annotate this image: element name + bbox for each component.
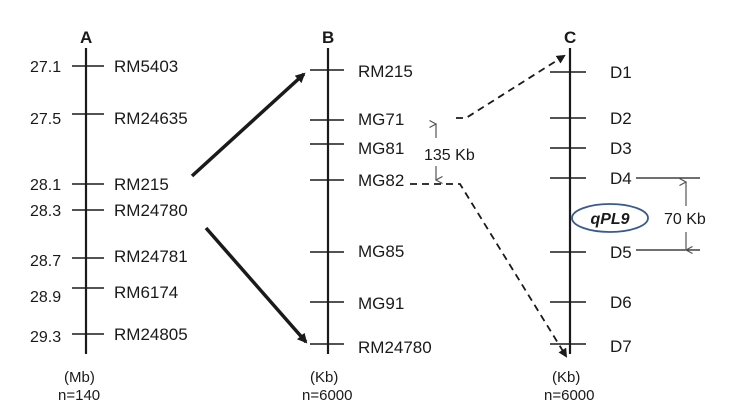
dashed-connector-top: [456, 54, 566, 119]
marker-label: RM215: [358, 62, 413, 81]
marker-row-a-rm24780: 28.3 RM24780: [30, 201, 188, 220]
marker-label: D5: [610, 243, 632, 262]
marker-row-a-rm24635: 27.5 RM24635: [30, 109, 188, 128]
marker-label: D2: [610, 109, 632, 128]
marker-label: D3: [610, 139, 632, 158]
interval-70kb-label: 70 Kb: [664, 211, 706, 228]
arrow-a-to-b-bottom: [204, 226, 308, 344]
arrow-a-to-b-top: [190, 72, 306, 178]
marker-row-c-d4: D4: [550, 169, 700, 188]
panel-a-unit: (Mb): [64, 369, 95, 386]
marker-label: RM24781: [114, 247, 188, 266]
marker-label: RM24780: [114, 201, 188, 220]
marker-row-c-d1: D1: [550, 63, 632, 82]
marker-row-a-rm5403: 27.1 RM5403: [30, 57, 178, 76]
marker-label: D1: [610, 63, 632, 82]
marker-label: MG85: [358, 242, 404, 261]
gene-label-qpl9: qPL9: [590, 211, 629, 228]
marker-row-b-mg85: MG85: [310, 242, 404, 261]
marker-label: RM5403: [114, 57, 178, 76]
marker-position: 27.5: [30, 111, 61, 128]
marker-position: 28.3: [30, 203, 61, 220]
marker-label: RM24780: [358, 338, 432, 357]
marker-row-a-rm24805: 29.3 RM24805: [30, 325, 188, 346]
marker-label: RM24635: [114, 109, 188, 128]
marker-row-b-rm24780: RM24780: [310, 338, 432, 357]
panel-a: A 27.1 RM5403 27.5 RM24635 28.1 RM215 28…: [30, 28, 188, 404]
marker-label: MG82: [358, 171, 404, 190]
panel-a-count: n=140: [58, 387, 100, 404]
marker-position: 27.1: [30, 59, 61, 76]
marker-row-a-rm215: 28.1 RM215: [30, 175, 169, 194]
interval-135kb-label: 135 Kb: [424, 147, 475, 164]
marker-label: MG71: [358, 110, 404, 129]
marker-position: 28.9: [30, 289, 61, 306]
panel-c-count: n=6000: [544, 387, 594, 404]
marker-label: RM215: [114, 175, 169, 194]
marker-row-c-d6: D6: [550, 293, 632, 312]
dashed-connector-bottom: [410, 183, 568, 358]
marker-row-c-d2: D2: [550, 109, 632, 128]
panel-c-header: C: [564, 28, 576, 47]
panel-c-unit: (Kb): [552, 369, 580, 386]
marker-row-c-d5: D5: [550, 243, 700, 262]
marker-label: D7: [610, 337, 632, 356]
marker-row-c-d3: D3: [550, 139, 632, 158]
marker-position: 28.1: [30, 177, 61, 194]
marker-label: RM24805: [114, 325, 188, 344]
gene-ellipse: [571, 203, 649, 233]
marker-row-b-mg71: MG71: [310, 110, 404, 129]
panel-b-header: B: [322, 28, 334, 47]
marker-label: RM6174: [114, 283, 178, 302]
marker-label: D4: [610, 169, 632, 188]
marker-row-b-rm215: RM215: [310, 62, 413, 81]
marker-label: D6: [610, 293, 632, 312]
marker-position: 29.3: [30, 329, 61, 346]
marker-row-b-mg91: MG91: [310, 294, 404, 313]
panel-c: C D1 D2 D3 D4 D5 D6 D7: [544, 28, 706, 404]
marker-row-b-mg82: MG82: [310, 171, 404, 190]
marker-position: 28.7: [30, 253, 61, 270]
marker-label: MG81: [358, 139, 404, 158]
panel-a-header: A: [80, 28, 92, 47]
marker-row-c-d7: D7: [550, 337, 632, 356]
panel-b: B RM215 MG71 MG81 MG82 MG85 MG91 RM247: [302, 28, 475, 404]
marker-row-b-mg81: MG81: [310, 139, 404, 158]
marker-row-a-rm6174: 28.9 RM6174: [30, 283, 178, 306]
panel-b-count: n=6000: [302, 387, 352, 404]
marker-row-a-rm24781: 28.7 RM24781: [30, 247, 188, 270]
marker-label: MG91: [358, 294, 404, 313]
panel-b-unit: (Kb): [310, 369, 338, 386]
